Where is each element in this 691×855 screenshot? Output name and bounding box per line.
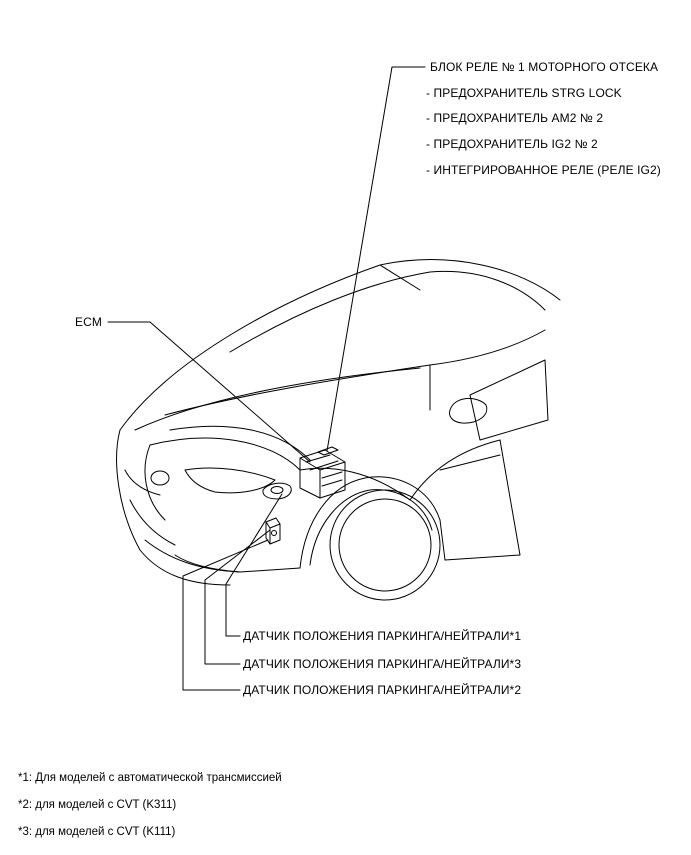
relay-block-item-strg-lock: - ПРЕДОХРАНИТЕЛЬ STRG LOCK [426, 86, 622, 100]
sensor-label-2: ДАТЧИК ПОЛОЖЕНИЯ ПАРКИНГА/НЕЙТРАЛИ*2 [243, 683, 522, 697]
sensor-label-3: ДАТЧИК ПОЛОЖЕНИЯ ПАРКИНГА/НЕЙТРАЛИ*3 [243, 657, 522, 671]
sensor-2-component [265, 517, 281, 545]
relay-block-item-ig2-fuse: - ПРЕДОХРАНИТЕЛЬ IG2 № 2 [426, 137, 598, 151]
relay-block-item-integrated-relay: - ИНТЕГРИРОВАННОЕ РЕЛЕ (РЕЛЕ IG2) [426, 163, 661, 177]
sensor-label-1: ДАТЧИК ПОЛОЖЕНИЯ ПАРКИНГА/НЕЙТРАЛИ*1 [243, 629, 522, 643]
ecm-label: ECM [75, 315, 102, 329]
car-outline [116, 259, 561, 601]
leader-lines [107, 66, 426, 691]
relay-block-item-am2: - ПРЕДОХРАНИТЕЛЬ AM2 № 2 [426, 111, 604, 125]
relay-block-title: БЛОК РЕЛЕ № 1 МОТОРНОГО ОТСЕКА [430, 60, 659, 74]
footnote-3: *3: для моделей с CVT (K111) [18, 826, 176, 838]
footnote-2: *2: для моделей с CVT (K311) [18, 799, 177, 811]
relay-block-component [317, 446, 339, 456]
footnote-1: *1: Для моделей с автоматической трансми… [18, 772, 282, 784]
sensor-1-component [262, 482, 292, 500]
ecm-component [299, 449, 346, 499]
